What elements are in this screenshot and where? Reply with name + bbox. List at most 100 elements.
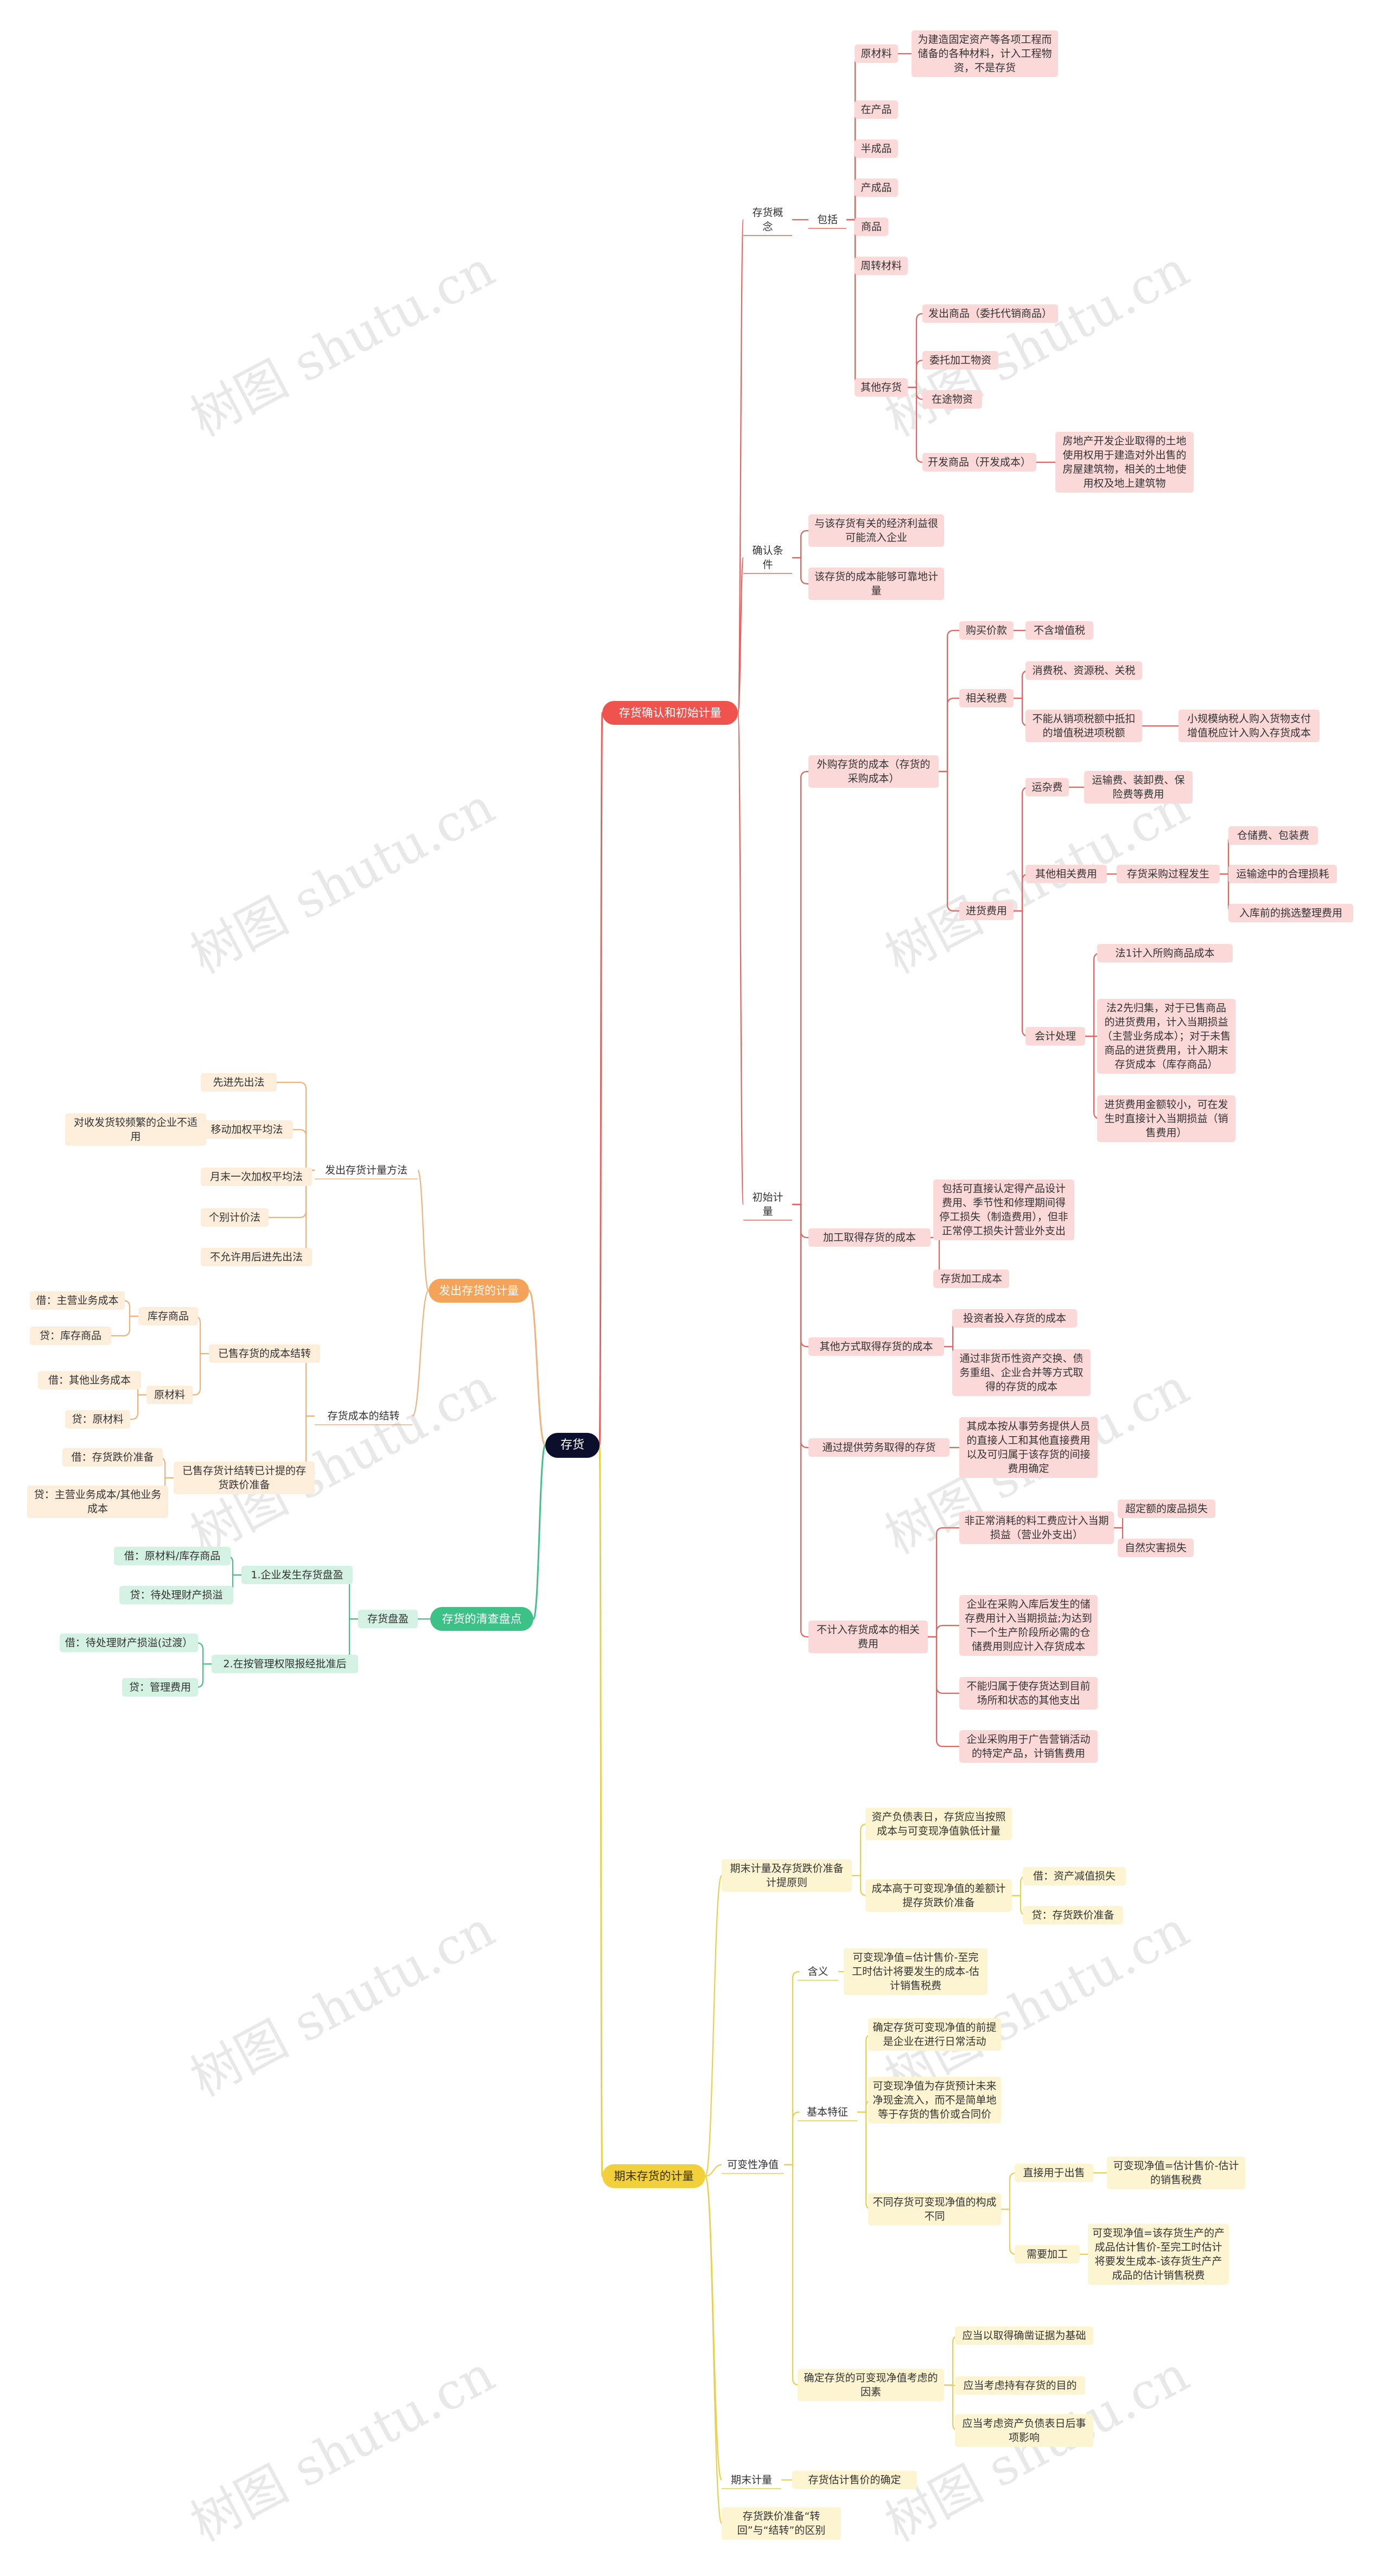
node-b3-1[interactable]: 存货盘盈 (358, 1610, 418, 1628)
node-b1-2[interactable]: 确认条件 (752, 545, 783, 571)
node-b1-3-1-c2[interactable]: 其他相关费用 (1025, 865, 1107, 883)
node-b2-2-1-b2[interactable]: 贷：原材料 (65, 1410, 130, 1429)
node-b2[interactable]: 发出存货的计量 (429, 1279, 529, 1303)
node-b1-3-1-c2a3[interactable]: 入库前的挑选整理费用 (1228, 904, 1353, 922)
node-b1-3-2-a[interactable]: 包括可直接认定得产品设计费用、季节性和修理期间得停工损失（制造费用），但非正常停… (933, 1179, 1074, 1240)
node-b1-3-1-c3[interactable]: 会计处理 (1025, 1027, 1085, 1045)
node-b1-3-3[interactable]: 其他方式取得存货的成本 (808, 1337, 944, 1356)
node-b4-2-2-b[interactable]: 可变现净值为存货预计未来净现金流入，而不是简单地等于存货的售价或合同价 (868, 2077, 1001, 2124)
node-b4-2-1-a[interactable]: 可变现净值=估计售价-至完工时估计将要发生的成本-估计销售税费 (844, 1948, 987, 1995)
node-b2-2-1-a[interactable]: 库存商品 (138, 1307, 198, 1325)
node-b1-3-1-c2a2[interactable]: 运输途中的合理损耗 (1228, 865, 1337, 883)
node-b1-3-5-c[interactable]: 不能归属于使存货达到目前场所和状态的其他支出 (959, 1677, 1098, 1710)
node-b1-3-2[interactable]: 加工取得存货的成本 (808, 1228, 931, 1247)
node-b1-2-2[interactable]: 该存货的成本能够可靠地计量 (808, 568, 944, 600)
node-b1-1-1-e[interactable]: 商品 (855, 218, 888, 236)
node-b1-1-1-d[interactable]: 产成品 (855, 178, 898, 197)
node-b1-3-5[interactable]: 不计入存货成本的相关费用 (808, 1621, 928, 1653)
node-b1-3-1-c3c[interactable]: 进货费用金额较小，可在发生时直接计入当期损益（销售费用） (1097, 1095, 1235, 1142)
node-b4-1-a[interactable]: 资产负债表日，存货应当按照成本与可变现净值孰低计量 (865, 1808, 1012, 1840)
node-b1-3-1-c2a[interactable]: 存货采购过程发生 (1117, 865, 1220, 883)
node-b1-3-5-a1[interactable]: 超定额的废品损失 (1118, 1500, 1215, 1518)
node-b2-2-2[interactable]: 已售存货计结转已计提的存货跌价准备 (174, 1462, 315, 1494)
node-b4-2-1[interactable]: 含义 (807, 1966, 829, 1978)
node-b1-1-1-g3[interactable]: 在途物资 (922, 390, 982, 409)
node-b4-1-b[interactable]: 成本高于可变现净值的差额计提存货跌价准备 (865, 1879, 1012, 1912)
node-b3-1-1-b[interactable]: 贷：待处理财产损溢 (119, 1586, 233, 1604)
node-b4[interactable]: 期末存货的计量 (602, 2164, 705, 2188)
node-b1-3[interactable]: 初始计量 (752, 1191, 783, 1217)
node-b1-1[interactable]: 存货概念 (752, 207, 783, 233)
node-b3-1-1-a[interactable]: 借：原材料/库存商品 (114, 1547, 231, 1565)
node-b1-3-1[interactable]: 外购存货的成本（存货的采购成本） (808, 755, 939, 788)
node-b4-2-2[interactable]: 基本特征 (806, 2106, 848, 2118)
node-b4-1-b1[interactable]: 借：资产减值损失 (1023, 1867, 1126, 1885)
node-b1-3-4-a[interactable]: 其成本按从事劳务提供人员的直接人工和其他直接费用以及可归属于该存货的间接费用确定 (959, 1417, 1098, 1478)
node-b1-1-1-g[interactable]: 其他存货 (855, 378, 908, 397)
node-b2-1[interactable]: 发出存货计量方法 (324, 1164, 407, 1176)
node-b2-2-2-b[interactable]: 贷：主营业务成本/其他业务成本 (27, 1485, 168, 1518)
node-b1-3-1-c[interactable]: 进货费用 (959, 902, 1014, 920)
node-b2-2-1-a1[interactable]: 借：主营业务成本 (30, 1291, 125, 1310)
node-b4-2-2-c2a[interactable]: 可变现净值=该存货生产的产成品估计售价-至完工时估计将要发生成本-该存货生产产成… (1088, 2224, 1229, 2285)
node-b1-3-1-a1[interactable]: 不含增值税 (1025, 621, 1093, 640)
node-b2-2[interactable]: 存货成本的结转 (327, 1410, 400, 1422)
node-b1-3-1-b1[interactable]: 消费税、资源税、关税 (1025, 661, 1142, 680)
node-b1-3-5-a2[interactable]: 自然灾害损失 (1118, 1539, 1194, 1557)
node-b1-3-3-a[interactable]: 投资者投入存货的成本 (952, 1309, 1077, 1328)
node-b1-3-1-c2a1[interactable]: 仓储费、包装费 (1228, 826, 1318, 845)
node-b2-1-c[interactable]: 月末一次加权平均法 (201, 1168, 312, 1186)
node-b1-3-5-b[interactable]: 企业在采购入库后发生的储存费用计入当期损益;为达到下一个生产阶段所必需的仓储费用… (959, 1595, 1098, 1656)
node-b4-3-a[interactable]: 存货估计售价的确定 (792, 2471, 917, 2489)
node-b1-2-1[interactable]: 与该存货有关的经济利益很可能流入企业 (808, 514, 944, 547)
node-b2-2-1-b1[interactable]: 借：其他业务成本 (38, 1371, 141, 1389)
node-b2-2-1-a2[interactable]: 贷：库存商品 (30, 1327, 111, 1345)
node-b2-1-e[interactable]: 不允许用后进先出法 (201, 1248, 312, 1266)
node-b1-3-5-a[interactable]: 非正常消耗的料工费应计入当期损益（营业外支出） (959, 1512, 1114, 1544)
node-b2-1-a[interactable]: 先进先出法 (201, 1073, 277, 1092)
node-b2-1-b[interactable]: 移动加权平均法 (201, 1120, 293, 1139)
node-b1-3-1-a[interactable]: 购买价款 (959, 621, 1014, 640)
node-b1-3-1-b2[interactable]: 不能从销项税额中抵扣的增值税进项税额 (1025, 710, 1142, 742)
node-b4-2-2-c1[interactable]: 直接用于出售 (1015, 2164, 1093, 2182)
node-b1-3-1-c1a[interactable]: 运输费、装卸费、保险费等费用 (1084, 771, 1193, 804)
node-b1-3-5-d[interactable]: 企业采购用于广告营销活动的特定产品，计销售费用 (959, 1730, 1098, 1763)
node-b4-1-b2[interactable]: 贷：存货跌价准备 (1023, 1906, 1123, 1924)
node-b4-2[interactable]: 可变性净值 (727, 2159, 779, 2171)
node-b1-1-1[interactable]: 包括 (817, 214, 838, 226)
node-b1-1-1-b[interactable]: 在产品 (855, 100, 898, 119)
node-b4-2-2-c2[interactable]: 需要加工 (1015, 2245, 1080, 2263)
node-b3[interactable]: 存货的清查盘点 (430, 1607, 533, 1631)
node-b4-4[interactable]: 存货跌价准备“转回”与“结转”的区别 (722, 2507, 841, 2540)
node-b2-1-b1[interactable]: 对收发货较频繁的企业不适用 (65, 1113, 206, 1146)
node-b1-1-1-g1[interactable]: 发出商品（委托代销商品） (922, 304, 1058, 323)
node-b1-1-1-g2[interactable]: 委托加工物资 (922, 351, 998, 369)
node-b3-1-2-b[interactable]: 贷：管理费用 (122, 1678, 198, 1697)
node-b1[interactable]: 存货确认和初始计量 (602, 701, 738, 725)
node-b1-1-1-g4a[interactable]: 房地产开发企业取得的土地使用权用于建造对外出售的 房屋建筑物，相关的土地使用权及… (1055, 432, 1194, 493)
node-b1-1-1-g4[interactable]: 开发商品（开发成本） (922, 453, 1036, 471)
node-b4-2-3-a[interactable]: 应当以取得确凿证据为基础 (955, 2326, 1093, 2345)
node-b1-1-1-c[interactable]: 半成品 (855, 139, 898, 158)
node-b2-1-d[interactable]: 个别计价法 (201, 1208, 269, 1227)
node-b1-1-1-a[interactable]: 原材料 (855, 44, 898, 63)
node-b4-2-3[interactable]: 确定存货的可变现净值考虑的因素 (798, 2369, 944, 2401)
node-b1-3-1-c3b[interactable]: 法2先归集，对于已售商品的进货费用，计入当期损益（主营业务成本）；对于未售商品的… (1097, 999, 1235, 1074)
node-b1-3-1-c3a[interactable]: 法1计入所购商品成本 (1097, 944, 1233, 962)
node-b4-2-2-c[interactable]: 不同存货可变现净值的构成不同 (868, 2193, 1001, 2226)
node-b2-2-2-a[interactable]: 借：存货跌价准备 (62, 1448, 163, 1466)
node-b3-1-2[interactable]: 2.在按管理权限报经批准后 (212, 1655, 358, 1673)
node-b4-3[interactable]: 期末计量 (730, 2474, 772, 2486)
node-root[interactable]: 存货 (545, 1433, 600, 1458)
node-b4-2-3-b[interactable]: 应当考虑持有存货的目的 (955, 2376, 1085, 2395)
node-b3-1-2-a[interactable]: 借：待处理财产损溢(过渡） (60, 1634, 198, 1652)
node-b1-3-1-c1[interactable]: 运杂费 (1025, 778, 1069, 796)
node-b1-3-4[interactable]: 通过提供劳务取得的存货 (808, 1438, 950, 1457)
node-b1-3-1-b[interactable]: 相关税费 (959, 689, 1014, 707)
node-b4-2-2-a[interactable]: 确定存货可变现净值的前提是企业在进行日常活动 (868, 2018, 1001, 2051)
node-b4-2-2-c1a[interactable]: 可变现净值=估计售价-估计的销售税费 (1107, 2157, 1245, 2189)
node-b3-1-1[interactable]: 1.企业发生存货盘盈 (241, 1566, 353, 1584)
node-b2-2-1-b[interactable]: 原材料 (146, 1386, 193, 1404)
node-b4-1[interactable]: 期末计量及存货跌价准备计提原则 (722, 1859, 852, 1892)
node-b1-1-1-a1[interactable]: 为建造固定资产等各项工程而储备的各种材料，计入工程物资，不是存货 (912, 30, 1058, 77)
